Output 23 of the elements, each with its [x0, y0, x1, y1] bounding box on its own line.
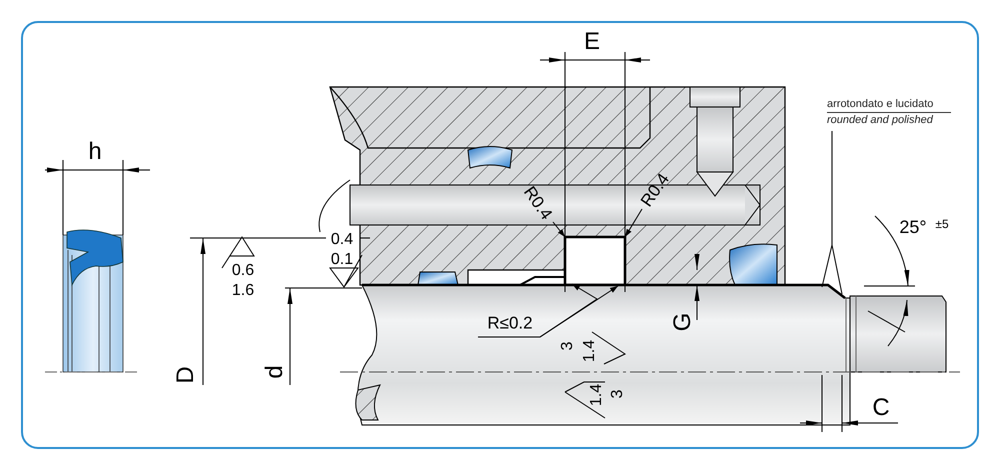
dimension-letter: d	[263, 365, 287, 379]
surface-roughness-value: 1.4	[582, 340, 598, 362]
surface-roughness-value: 0.4	[330, 232, 354, 248]
angle-value: 25°	[899, 218, 927, 236]
surface-roughness-value: 0.6	[232, 263, 254, 279]
dimension-letter: E	[584, 30, 600, 54]
radius-label: R≤0.2	[487, 314, 533, 332]
leader-line	[552, 222, 566, 238]
dimension-letter: G	[671, 312, 695, 332]
note-line: arrotondato e lucidato	[827, 97, 951, 113]
surface-roughness-value: 3	[610, 390, 626, 398]
surface-roughness-value: 0.1	[330, 252, 354, 268]
angle-tolerance: ±5	[935, 218, 949, 230]
leader-line	[624, 208, 642, 238]
dimension-letter: D	[174, 366, 198, 384]
leader-line	[832, 130, 842, 294]
surface-roughness-value: 3	[560, 342, 576, 350]
surface-roughness-value: 1.6	[232, 283, 254, 299]
dimension-letter: C	[872, 396, 890, 420]
note-text	[827, 97, 951, 127]
note-translation: rounded and polished	[827, 113, 934, 127]
surface-roughness-value: 1.4	[589, 384, 605, 406]
dimension-letter: h	[88, 140, 102, 164]
